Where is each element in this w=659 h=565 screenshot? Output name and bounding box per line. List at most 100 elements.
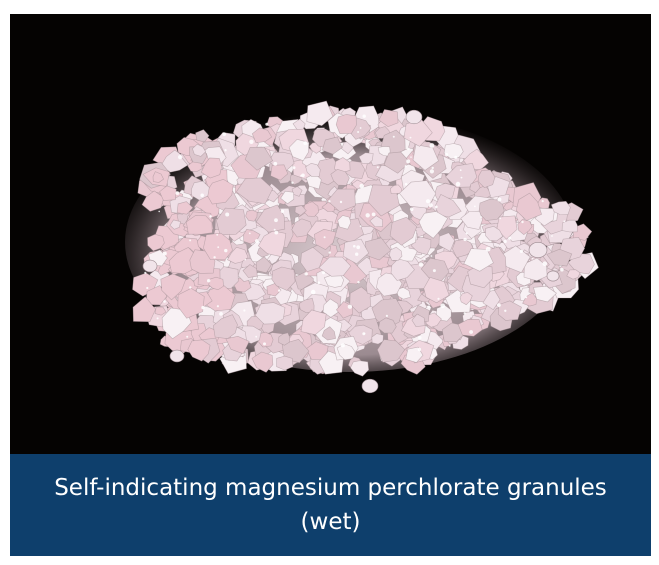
granule-highlight	[217, 246, 220, 249]
granule-highlight	[531, 257, 534, 260]
caption-bar: Self-indicating magnesium perchlorate gr…	[10, 454, 651, 556]
granule-highlight	[437, 297, 440, 300]
granule	[383, 151, 411, 174]
granule	[389, 216, 418, 246]
granule	[176, 201, 194, 215]
granule-highlight	[404, 165, 407, 168]
granule	[336, 343, 356, 361]
granule	[160, 273, 187, 301]
granule-highlight	[304, 272, 308, 276]
granule	[305, 162, 321, 177]
granule-highlight	[463, 237, 467, 242]
granule	[361, 378, 379, 394]
granule	[258, 230, 287, 257]
granule-highlight	[146, 286, 149, 290]
granule-highlight	[230, 167, 233, 169]
granule	[292, 118, 306, 131]
granule-highlight	[186, 335, 189, 338]
granule-highlight	[274, 218, 278, 223]
granule-highlight	[465, 232, 468, 235]
granule	[463, 248, 494, 272]
granule-highlight	[376, 166, 379, 169]
granule	[192, 143, 207, 157]
granule-highlight	[359, 225, 362, 228]
granule	[187, 339, 211, 362]
granule-highlight	[274, 230, 279, 235]
granule-highlight	[207, 279, 211, 283]
granule	[405, 109, 423, 125]
granule-highlight	[225, 212, 230, 217]
granule-highlight	[460, 176, 463, 179]
granule	[255, 302, 286, 325]
granule	[271, 266, 296, 291]
granule-highlight	[418, 336, 422, 340]
granule-highlight	[273, 161, 278, 166]
granule-highlight	[551, 235, 553, 237]
granule	[411, 313, 426, 328]
granule-highlight	[385, 314, 388, 317]
granule-highlight	[347, 304, 353, 309]
granule-highlight	[323, 236, 326, 239]
granule-highlight	[428, 203, 433, 208]
granule-highlight	[353, 244, 356, 248]
granule	[546, 248, 573, 267]
granule	[533, 285, 557, 303]
granule	[191, 180, 210, 201]
granule-highlight	[469, 330, 473, 334]
granule	[169, 219, 181, 230]
granule-highlight	[409, 136, 412, 139]
granule	[255, 256, 272, 274]
granule	[572, 223, 593, 241]
granule-highlight	[222, 132, 226, 136]
granule	[147, 233, 165, 252]
granule-highlight	[328, 200, 331, 203]
granule-highlight	[156, 317, 159, 320]
granule-highlight	[499, 217, 502, 220]
granule-highlight	[519, 249, 523, 253]
granule	[460, 210, 483, 230]
granule	[132, 296, 156, 323]
granule-highlight	[357, 131, 360, 133]
granule	[327, 188, 356, 213]
caption-text: Self-indicating magnesium perchlorate gr…	[54, 475, 607, 535]
granule-highlight	[445, 153, 449, 157]
granule	[349, 286, 372, 314]
granule-highlight	[542, 261, 548, 266]
granule	[330, 168, 350, 186]
granule-highlight	[480, 216, 483, 219]
granule-highlight	[359, 183, 365, 189]
granule-highlight	[292, 166, 296, 170]
granule-highlight	[409, 207, 414, 212]
granule-highlight	[224, 248, 228, 253]
granule-highlight	[278, 289, 281, 292]
granule	[185, 214, 213, 235]
granule-highlight	[359, 127, 362, 129]
granule-highlight	[328, 251, 331, 254]
granule	[303, 201, 319, 217]
granule-highlight	[216, 233, 219, 236]
granule	[528, 242, 548, 258]
granule-highlight	[189, 239, 192, 242]
granule	[517, 219, 533, 235]
granule	[371, 333, 384, 345]
granule	[566, 269, 581, 280]
granule-highlight	[357, 280, 360, 284]
granule	[276, 355, 294, 371]
granule-highlight	[162, 251, 167, 256]
granule-highlight	[249, 139, 254, 144]
granule-highlight	[200, 193, 204, 198]
granule-highlight	[563, 220, 566, 223]
granule	[321, 326, 336, 341]
granule-highlight	[432, 269, 436, 273]
granule	[358, 152, 374, 165]
granule-highlight	[273, 228, 276, 231]
granule	[305, 172, 322, 190]
granule-highlight	[317, 281, 321, 285]
granule-highlight	[503, 239, 507, 244]
granule	[452, 238, 475, 259]
granule	[294, 205, 307, 216]
granule-highlight	[248, 232, 251, 235]
granule-highlight	[255, 335, 258, 338]
granule	[389, 246, 403, 261]
granule	[278, 332, 291, 346]
